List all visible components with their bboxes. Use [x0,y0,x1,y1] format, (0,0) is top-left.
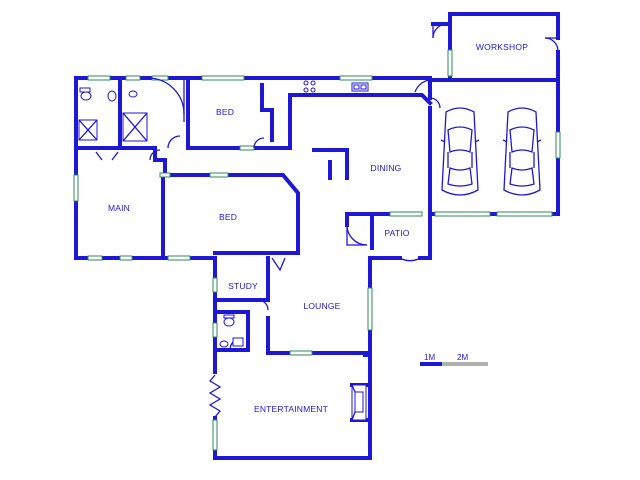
scale-label-1m: 1M [424,353,436,362]
room-label-workshop: WORKSHOP [475,42,529,52]
room-label-bed-upper: BED [215,107,235,117]
walls [74,12,560,460]
room-label-patio: PATIO [384,228,410,238]
scale-bar [420,362,488,366]
doors [95,23,559,418]
room-label-main: MAIN [107,203,131,213]
fixtures [78,80,369,421]
scale-label-2m: 2M [457,353,469,362]
room-label-study: STUDY [228,281,258,291]
room-label-lounge: LOUNGE [303,301,341,311]
car-left [440,107,480,196]
room-label-dining: DINING [370,163,402,173]
windows [73,49,561,451]
room-label-bed-lower: BED [218,212,238,222]
room-label-entertainment: ENTERTAINMENT [253,404,329,414]
car-right [502,107,542,196]
